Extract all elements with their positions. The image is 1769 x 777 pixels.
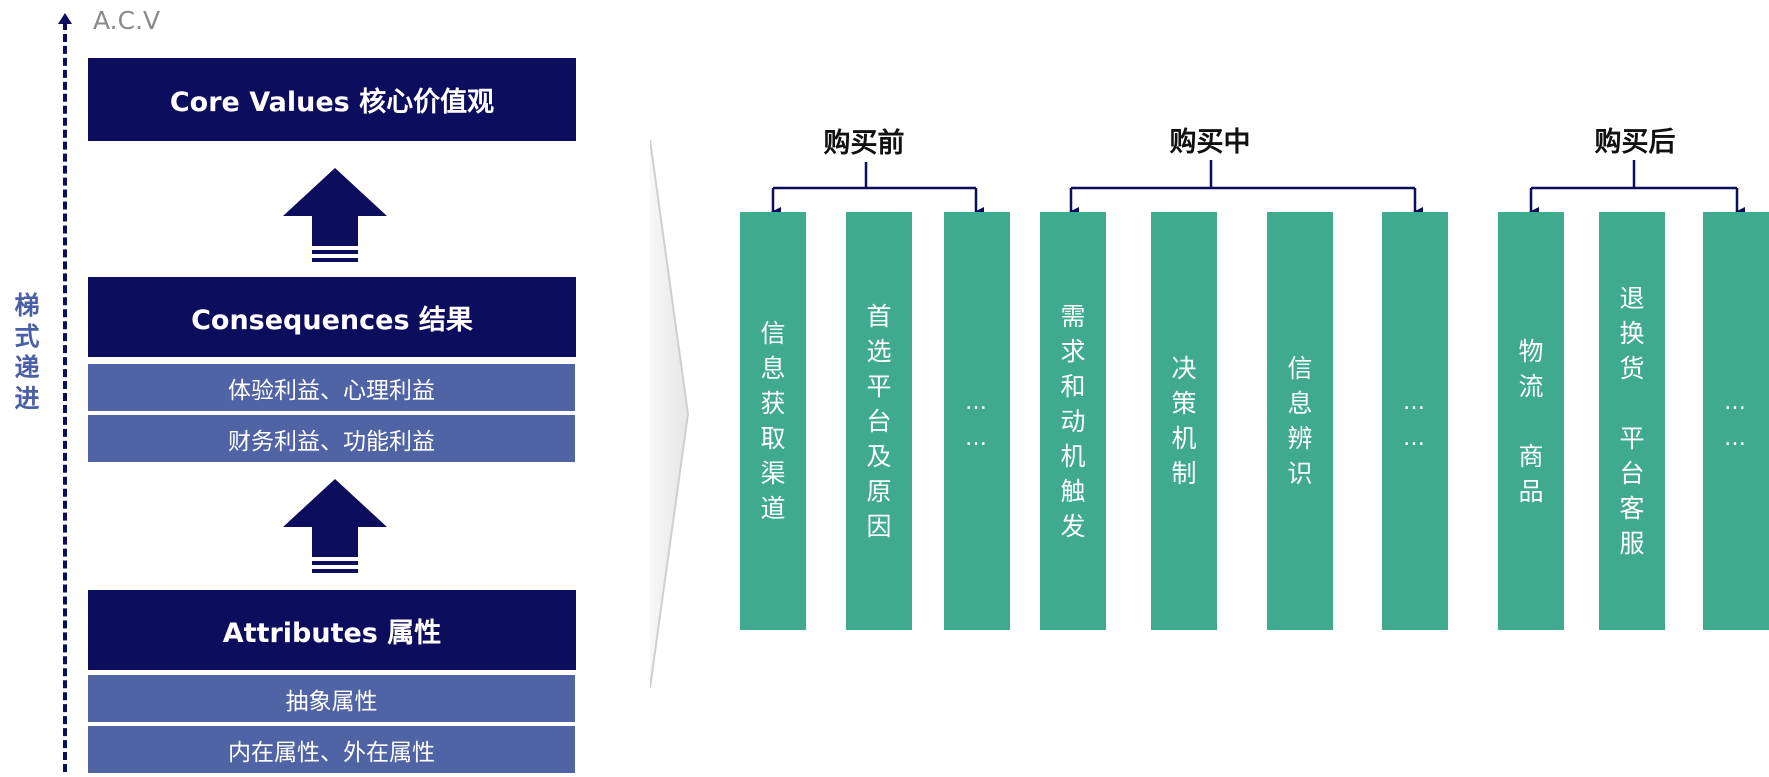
attributes-item: 内在属性、外在属性 — [88, 726, 575, 773]
column-ellipsis: … … — [965, 390, 989, 451]
phase-after-column: 退 换 货 平 台 客 服 — [1599, 212, 1665, 630]
axis-arrowhead-icon — [58, 13, 72, 24]
up-arrow-icon — [283, 168, 387, 262]
phase-before-column: … … — [944, 212, 1010, 630]
column-label: 信 息 辨 识 — [1287, 354, 1313, 488]
acv-label: A.C.V — [93, 6, 161, 35]
consequences-item: 体验利益、心理利益 — [88, 364, 575, 411]
phase-during-column: 决 策 机 制 — [1151, 212, 1217, 630]
progression-axis-line — [63, 22, 67, 772]
up-arrow-icon — [283, 479, 387, 573]
column-label: 信 息 获 取 渠 道 — [760, 319, 786, 523]
column-label: 物 流 商 品 — [1518, 336, 1544, 506]
phase-title-before: 购买前 — [823, 128, 905, 159]
phase-title-after: 购买后 — [1594, 127, 1676, 158]
column-label: 首 选 平 台 及 原 因 — [866, 301, 892, 541]
phase-title-during: 购买中 — [1169, 127, 1251, 158]
column-label: 退 换 货 平 台 客 服 — [1619, 284, 1645, 558]
column-label: 决 策 机 制 — [1171, 354, 1197, 488]
attributes-item: 抽象属性 — [88, 675, 575, 722]
phase-during-column: 信 息 辨 识 — [1267, 212, 1333, 630]
core-values-title: Core Values 核心价值观 — [169, 87, 495, 118]
column-ellipsis: … … — [1403, 390, 1427, 451]
phase-before-column: 首 选 平 台 及 原 因 — [846, 212, 912, 630]
chevron-separator-icon — [650, 140, 690, 688]
phase-after-column: 物 流 商 品 — [1498, 212, 1564, 630]
core-values-box: Core Values 核心价值观 — [88, 58, 576, 141]
phase-before-column: 信 息 获 取 渠 道 — [740, 212, 806, 630]
phase-during-column: 需 求 和 动 机 触 发 — [1040, 212, 1106, 630]
ladder-progression-label: 梯 式 递 进 — [14, 291, 40, 413]
consequences-box: Consequences 结果 — [88, 277, 576, 357]
consequences-item: 财务利益、功能利益 — [88, 415, 575, 462]
attributes-title: Attributes 属性 — [222, 617, 442, 649]
phase-during-column: … … — [1382, 212, 1448, 630]
attributes-box: Attributes 属性 — [88, 590, 576, 670]
column-label: 需 求 和 动 机 触 发 — [1060, 301, 1086, 541]
column-ellipsis: … … — [1724, 390, 1748, 451]
consequences-title: Consequences 结果 — [191, 304, 473, 336]
phase-after-column: … … — [1703, 212, 1769, 630]
